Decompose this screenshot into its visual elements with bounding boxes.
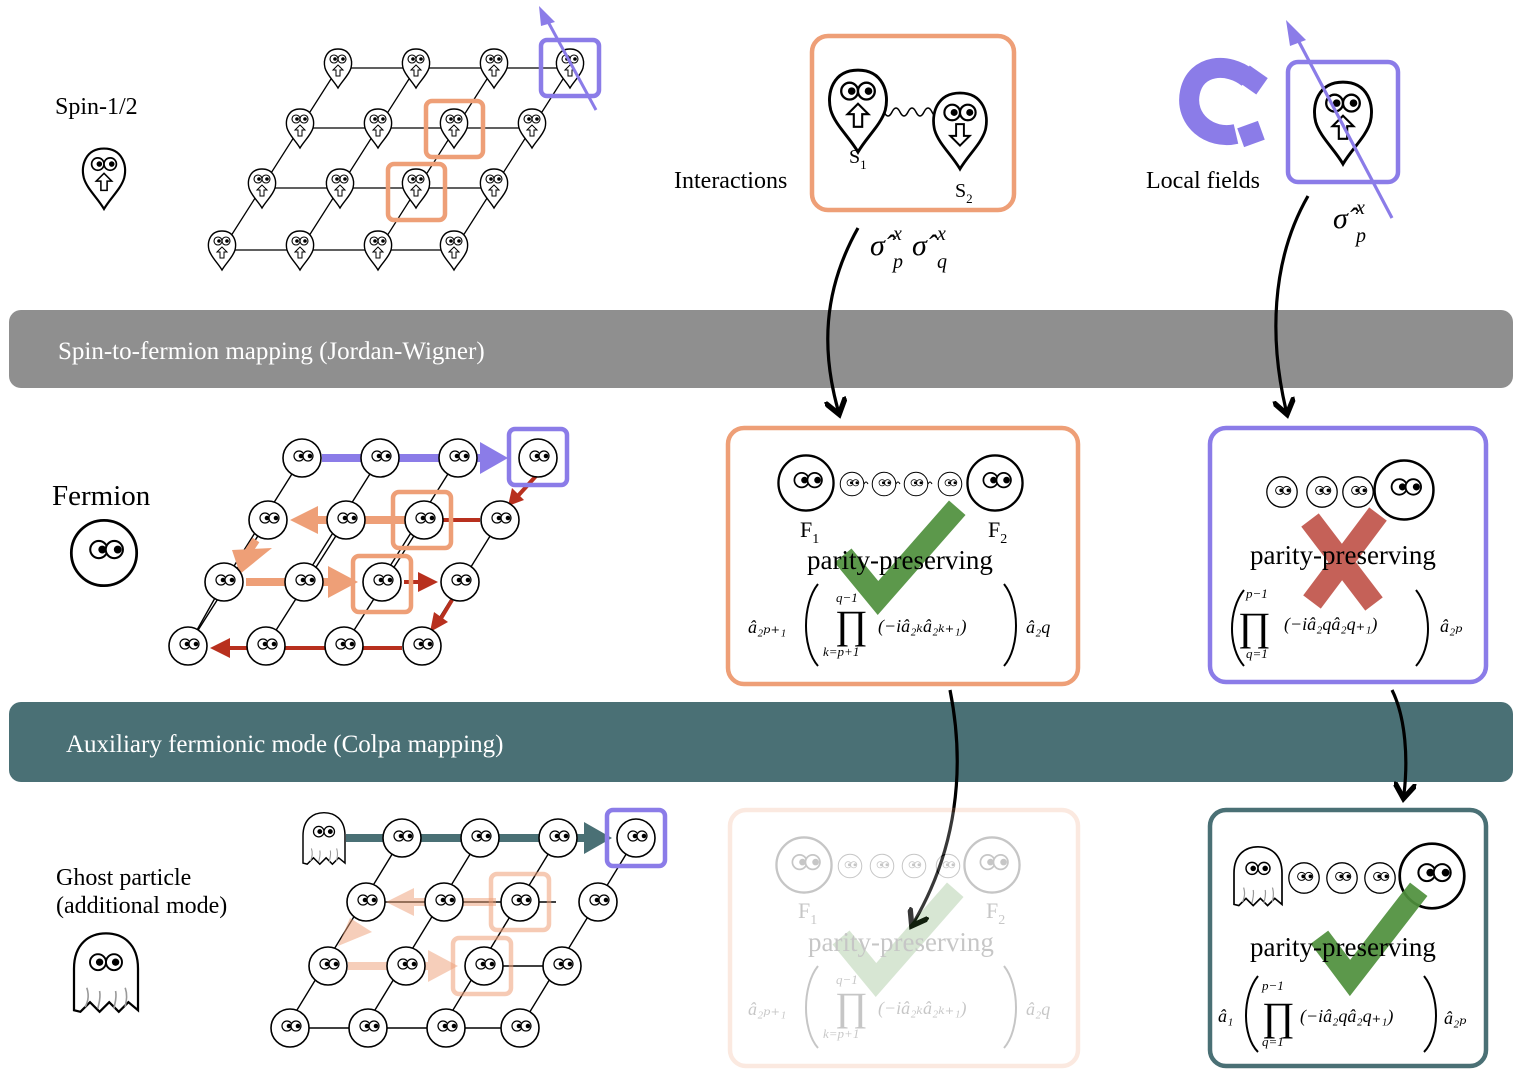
ghost-label-line2: (additional mode) — [56, 893, 227, 919]
svg-text:(−iâ₂ₖâ₂ₖ₊₁): (−iâ₂ₖâ₂ₖ₊₁) — [878, 616, 967, 637]
spin-interaction-highlight-b — [385, 161, 448, 223]
svg-text:parity-preserving: parity-preserving — [1250, 932, 1436, 962]
spin-lattice-sites — [207, 48, 585, 271]
fermion-label: Fermion — [52, 480, 151, 512]
cross-icon — [1301, 507, 1387, 611]
ghost-label-line1: Ghost particle — [56, 865, 191, 891]
svg-text:(−iâ₂qâ₂q₊₁): (−iâ₂qâ₂q₊₁) — [1284, 614, 1377, 635]
svg-text:â₂ₚ₊₁: â₂ₚ₊₁ — [748, 999, 786, 1019]
svg-text:parity-preserving: parity-preserving — [1250, 540, 1436, 570]
svg-text:â₂ₚ: â₂ₚ — [1440, 616, 1462, 636]
svg-text:â₁: â₁ — [1218, 1006, 1233, 1026]
fermion-field-box: parity-preserving p−1 ∏ q=1 (−iâ₂qâ₂q₊₁)… — [1207, 425, 1489, 685]
svg-text:x: x — [936, 223, 946, 245]
ghost-field-box: parity-preserving â₁ p−1 ∏ q=1 (−iâ₂qâ₂q… — [1207, 807, 1489, 1069]
svg-text:â₂q: â₂q — [1026, 999, 1050, 1019]
spin-interaction-highlight-a — [423, 98, 486, 160]
svg-text:p−1: p−1 — [1245, 586, 1268, 601]
spin-label: Spin-1/2 — [55, 94, 138, 120]
spin-field-highlight — [538, 37, 602, 99]
ghost-lattice — [270, 807, 668, 1048]
svg-text:x: x — [892, 223, 902, 245]
jordan-wigner-band — [9, 310, 1513, 388]
svg-text:σ̂: σ̂ — [912, 229, 939, 262]
colpa-band-label: Auxiliary fermionic mode (Colpa mapping) — [66, 731, 503, 758]
svg-text:q=1: q=1 — [1246, 646, 1268, 661]
interactions-box — [809, 33, 1017, 213]
spin-s1-icon — [828, 68, 888, 154]
svg-text:â₂ₚ₊₁: â₂ₚ₊₁ — [748, 617, 786, 637]
local-field-operator: σ̂ x p — [1333, 197, 1366, 247]
check-icon — [834, 500, 966, 615]
svg-text:x: x — [1355, 197, 1365, 219]
fermion-legend-icon — [69, 518, 139, 588]
fermion-lattice — [168, 426, 570, 666]
svg-text:F1: F1 — [798, 898, 817, 928]
svg-text:(−iâ₂qâ₂q₊₁): (−iâ₂qâ₂q₊₁) — [1300, 1006, 1393, 1027]
svg-text:p−1: p−1 — [1261, 978, 1284, 993]
magnet-icon — [1179, 57, 1268, 148]
arrow-interaction-to-fermion — [828, 227, 860, 410]
s2-label: S2 — [955, 180, 973, 206]
svg-text:parity-preserving: parity-preserving — [807, 545, 993, 575]
colpa-band — [9, 702, 1513, 782]
svg-text:parity-preserving: parity-preserving — [808, 927, 994, 957]
svg-text:F2: F2 — [988, 517, 1007, 547]
svg-text:q=1: q=1 — [1262, 1034, 1284, 1049]
svg-text:F1: F1 — [800, 517, 819, 547]
interaction-operator: σ̂ x p σ̂ x q — [870, 223, 947, 273]
spin-lattice — [221, 67, 571, 251]
svg-text:∏: ∏ — [1262, 994, 1295, 1039]
arrow-field-to-ghost — [1390, 689, 1406, 794]
svg-text:p: p — [1354, 225, 1366, 247]
svg-text:F2: F2 — [986, 898, 1005, 928]
svg-text:q: q — [937, 251, 947, 273]
svg-text:p: p — [891, 251, 903, 273]
spin-legend-icon — [81, 147, 127, 211]
svg-text:q−1: q−1 — [836, 590, 858, 605]
spin-field-arrow — [539, 6, 598, 111]
svg-text:(−iâ₂ₖâ₂ₖ₊₁): (−iâ₂ₖâ₂ₖ₊₁) — [878, 998, 967, 1019]
s1-label: S1 — [849, 146, 867, 172]
arrow-field-to-fermion — [1276, 195, 1310, 410]
svg-text:q−1: q−1 — [836, 972, 858, 987]
svg-text:k=p+1: k=p+1 — [823, 644, 859, 659]
arrow-fermion-to-faded — [914, 689, 959, 922]
ghost-legend-icon — [72, 932, 140, 1013]
svg-text:k=p+1: k=p+1 — [823, 1026, 859, 1041]
svg-text:â₂q: â₂q — [1026, 617, 1050, 637]
check-icon — [1310, 882, 1428, 997]
svg-text:∏: ∏ — [835, 602, 868, 647]
fermion-interaction-box: F1 F2 parity-preserving â₂ₚ₊₁ q−1 ∏ k=p+… — [725, 425, 1081, 687]
svg-text:∏: ∏ — [835, 984, 868, 1029]
svg-text:â₂ₚ: â₂ₚ — [1444, 1008, 1466, 1028]
spin-s2-icon — [932, 91, 988, 171]
local-field-arrow — [1286, 20, 1394, 219]
jordan-wigner-band-label: Spin-to-fermion mapping (Jordan-Wigner) — [58, 338, 485, 365]
local-fields-label: Local fields — [1146, 168, 1260, 194]
svg-text:∏: ∏ — [1238, 604, 1271, 649]
faded-interaction-box: F1 F2 parity-preserving â₂ₚ₊₁ q−1 ∏ k=p+… — [727, 807, 1081, 1069]
local-field-box — [1285, 59, 1401, 185]
interactions-label: Interactions — [674, 168, 787, 194]
